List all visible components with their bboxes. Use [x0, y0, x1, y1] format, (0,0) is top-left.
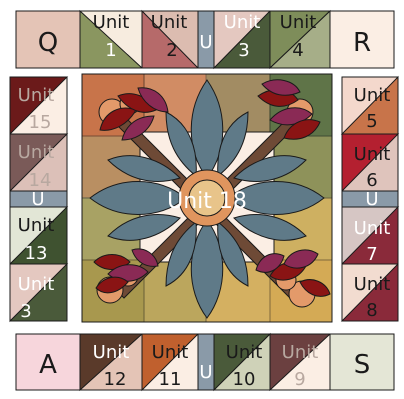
unit-13-block[interactable]: Unit 13: [10, 207, 67, 264]
unit-13-number: 13: [25, 243, 48, 264]
unit-1-label: Unit: [93, 12, 130, 33]
unit-14-number: 14: [29, 170, 52, 191]
unit-6-number: 6: [366, 170, 377, 191]
unit-2-block[interactable]: Unit 2: [142, 11, 198, 68]
unit-3-left-number: 3: [20, 301, 31, 322]
unit-4-number: 4: [292, 40, 303, 61]
top-row: Q Unit 1 Unit 2 U Unit 3: [16, 11, 394, 68]
unit-5-label: Unit: [354, 85, 391, 106]
corner-a-label: A: [39, 350, 57, 380]
unit-5-block[interactable]: Unit 5: [342, 77, 398, 134]
center-label: Unit 18: [167, 189, 247, 214]
unit-10-block[interactable]: Unit 10: [214, 334, 270, 390]
unit-3-number: 3: [238, 40, 249, 61]
unit-13-label: Unit: [18, 215, 55, 236]
unit-7-number: 7: [366, 244, 377, 265]
corner-q-label: Q: [38, 28, 58, 58]
unit-5-number: 5: [366, 111, 377, 132]
unit-11-block[interactable]: Unit 11: [142, 334, 198, 390]
unit-7-label: Unit: [354, 218, 391, 239]
unit-2-label: Unit: [151, 12, 188, 33]
unit-1-block[interactable]: Unit 1: [80, 11, 142, 68]
unit-10-label: Unit: [226, 342, 263, 363]
center-medallion[interactable]: Unit 18: [82, 74, 332, 322]
unit-3-left-block[interactable]: Unit 3: [10, 264, 67, 322]
unit-3-label: Unit: [224, 12, 261, 33]
unit-2-number: 2: [166, 40, 177, 61]
right-column: Unit 5 Unit 6 U Unit 7 Unit 8: [342, 77, 398, 321]
unit-8-number: 8: [366, 300, 377, 321]
unit-15-number: 15: [29, 112, 52, 133]
unit-14-block[interactable]: Unit 14: [10, 134, 67, 191]
bottom-sash-label: U: [199, 362, 212, 383]
unit-15-block[interactable]: Unit 15: [10, 77, 67, 134]
unit-11-label: Unit: [152, 342, 189, 363]
unit-4-block[interactable]: Unit 4: [270, 11, 330, 68]
unit-9-label: Unit: [282, 342, 319, 363]
top-sash-label: U: [199, 32, 212, 53]
unit-12-block[interactable]: Unit 12: [80, 334, 142, 390]
unit-8-block[interactable]: Unit 8: [342, 264, 398, 321]
unit-9-block[interactable]: Unit 9: [270, 334, 330, 390]
unit-6-label: Unit: [354, 144, 391, 165]
unit-4-label: Unit: [280, 12, 317, 33]
corner-r-label: R: [353, 28, 371, 58]
unit-6-block[interactable]: Unit 6: [342, 134, 398, 191]
unit-15-label: Unit: [18, 85, 55, 106]
unit-14-label: Unit: [18, 142, 55, 163]
unit-9-number: 9: [294, 369, 305, 390]
left-column: Unit 15 Unit 14 U Unit 13 Unit 3: [10, 77, 67, 322]
bottom-row: A Unit 12 Unit 11 U Unit 10: [16, 334, 394, 390]
unit-1-number: 1: [105, 40, 116, 61]
unit-3-block[interactable]: Unit 3: [214, 11, 270, 68]
unit-10-number: 10: [233, 369, 256, 390]
unit-7-block[interactable]: Unit 7: [342, 207, 398, 265]
unit-8-label: Unit: [354, 274, 391, 295]
corner-s-label: S: [354, 350, 371, 380]
unit-12-number: 12: [104, 369, 127, 390]
unit-11-number: 11: [159, 369, 182, 390]
unit-12-label: Unit: [93, 342, 130, 363]
unit-3-left-label: Unit: [18, 274, 55, 295]
